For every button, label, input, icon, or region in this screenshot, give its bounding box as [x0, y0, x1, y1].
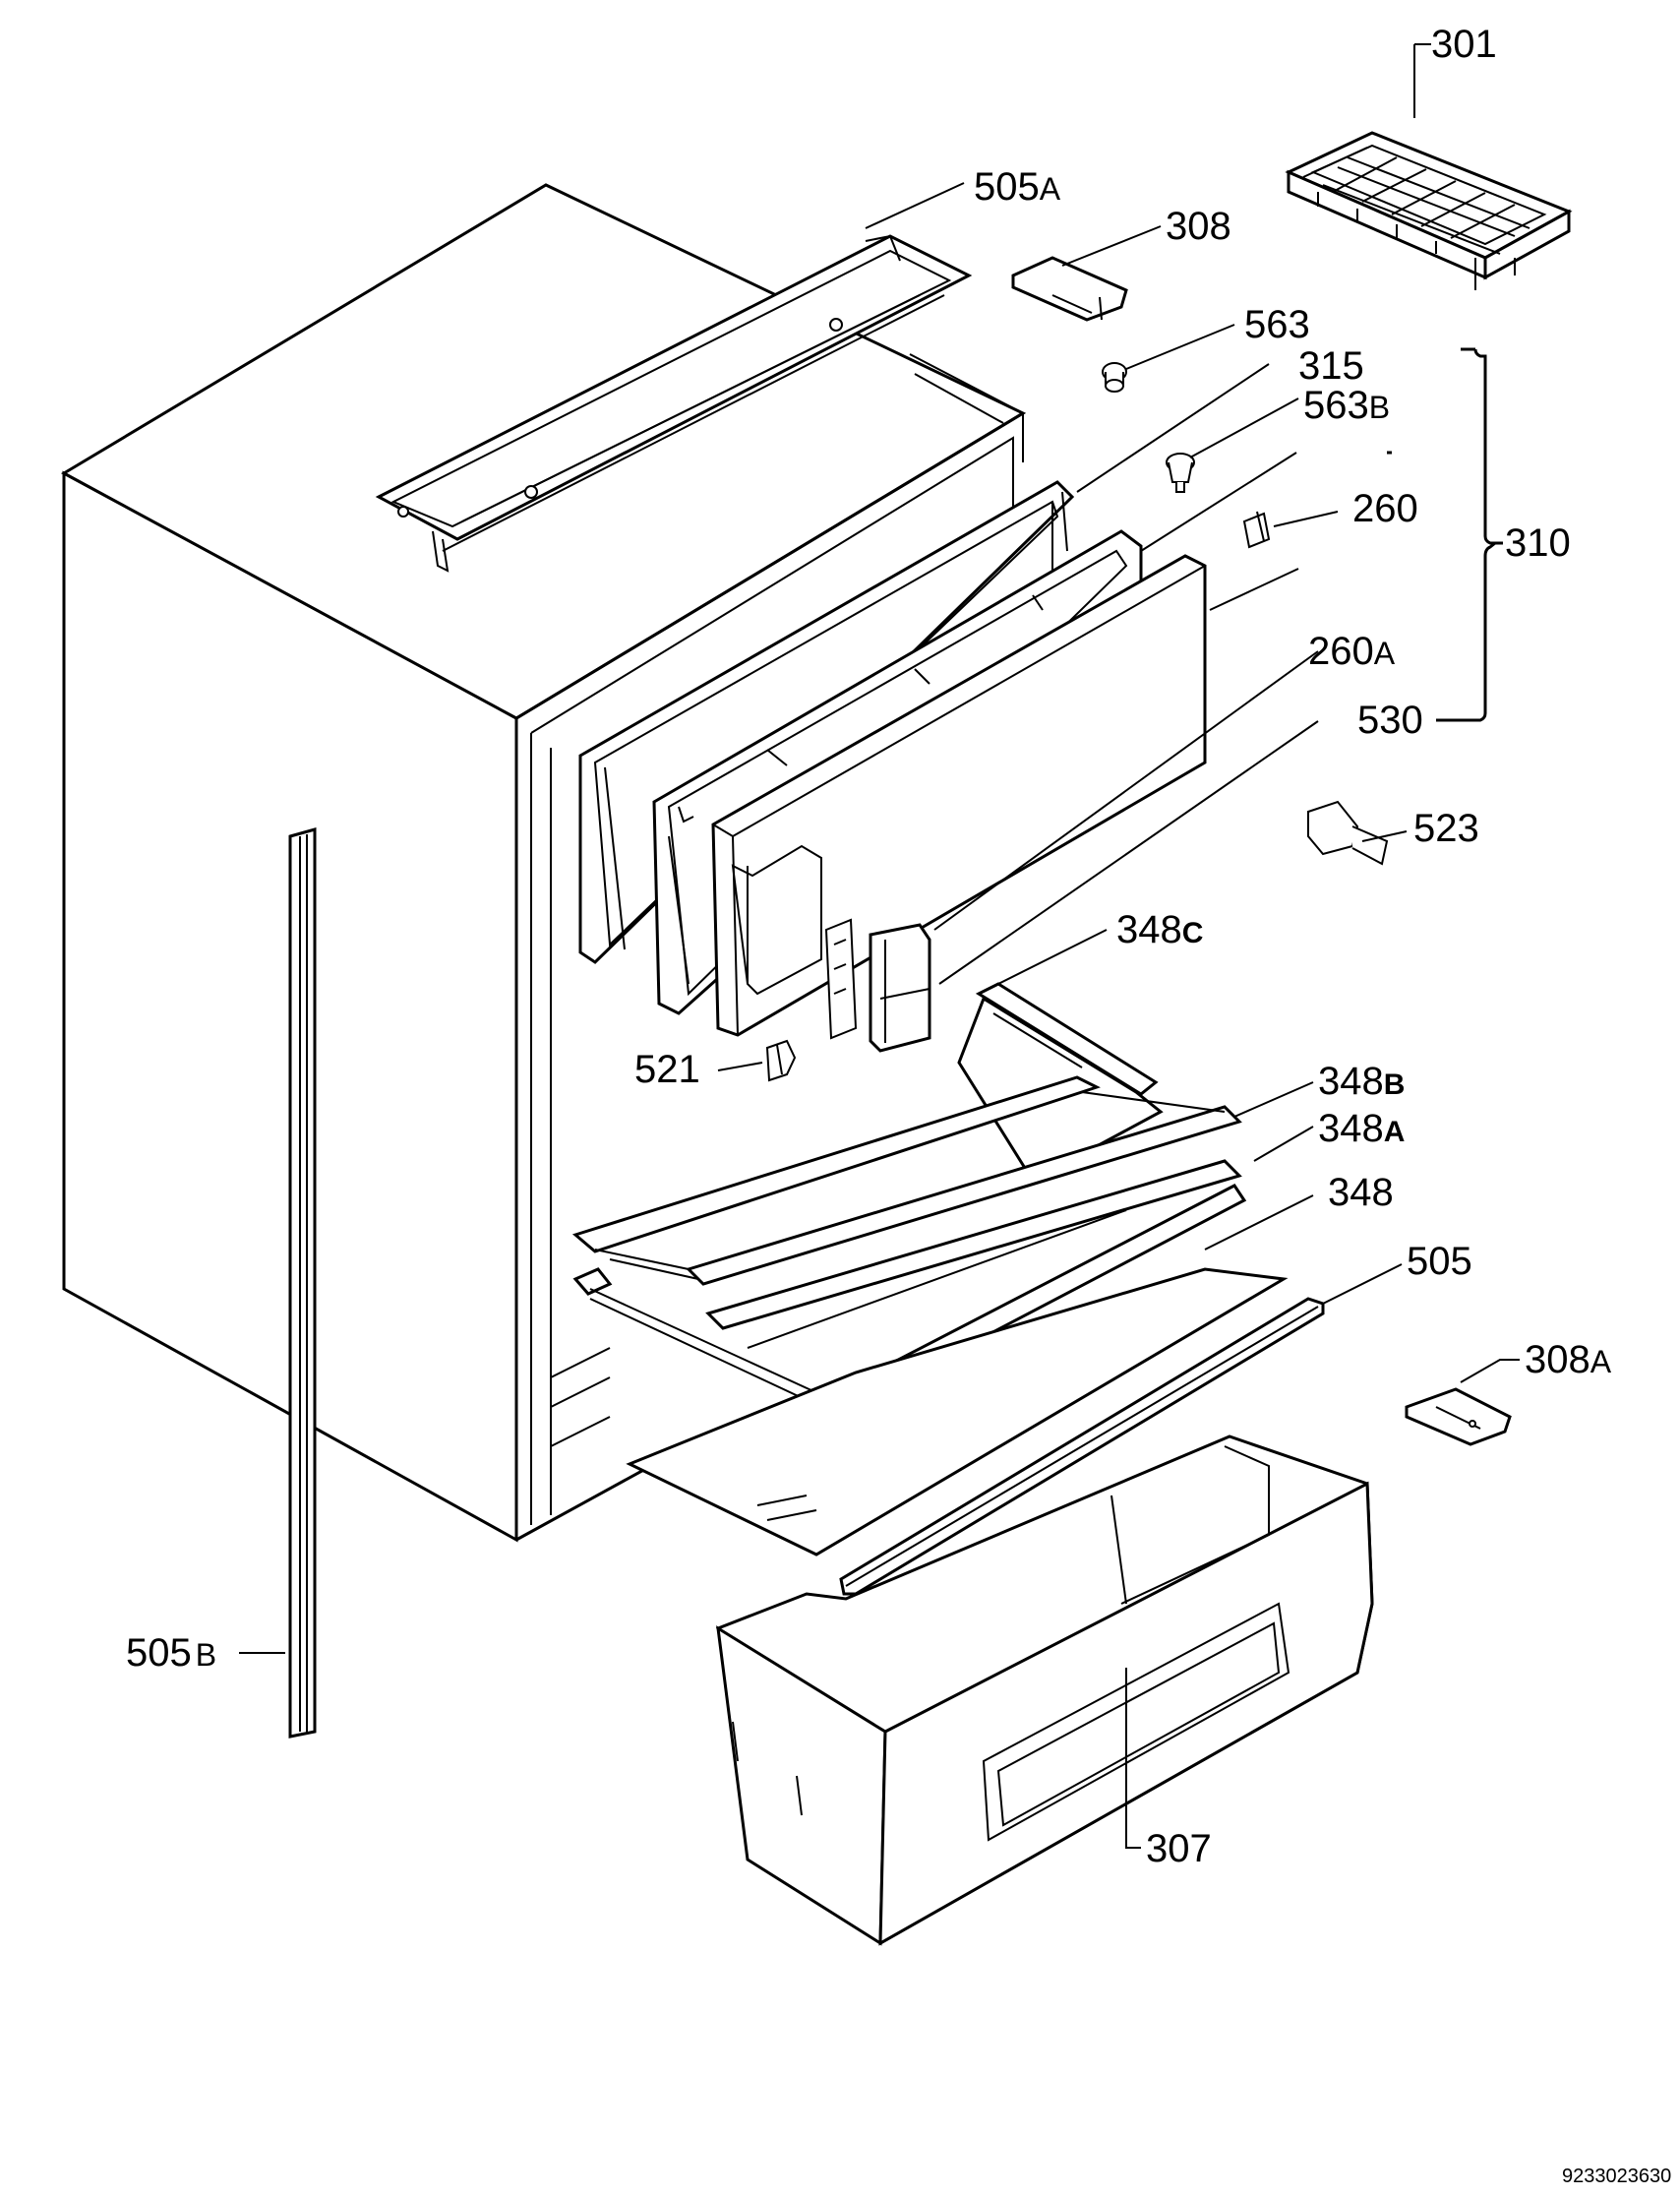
leader-lines: [239, 43, 1520, 1849]
clip-260: [1242, 511, 1271, 549]
label-308: 308: [1166, 205, 1231, 248]
hinge-308: [1011, 256, 1128, 322]
label-315: 315: [1298, 344, 1364, 388]
label-348: 348: [1328, 1171, 1394, 1214]
connector-523: [1307, 800, 1389, 866]
hinge-bracket: [824, 918, 858, 1040]
label-530: 530: [1357, 699, 1423, 742]
label-563b: 563B: [1303, 384, 1390, 427]
label-348a: 348A: [1318, 1107, 1405, 1150]
label-308a: 308A: [1525, 1338, 1612, 1381]
label-348b: 348B: [1318, 1060, 1405, 1103]
glass-shelf-348: [626, 1267, 1289, 1556]
cap-521: [765, 1039, 797, 1082]
label-260: 260: [1352, 487, 1418, 530]
screw-563: [1102, 362, 1127, 393]
label-310: 310: [1505, 521, 1571, 565]
strip-505: [839, 1297, 1325, 1596]
drawing-code: 9233023630: [1562, 2166, 1671, 2187]
label-260a: 260A: [1308, 630, 1396, 673]
label-348c: 348C: [1116, 908, 1203, 951]
top-rail-505a: [375, 234, 973, 573]
handle-530: [869, 923, 931, 1053]
label-505a: 505A: [974, 165, 1061, 209]
label-523: 523: [1413, 807, 1479, 850]
part-labels: 301 505A 308 563 315 563B 260 310 260A 5…: [126, 23, 1671, 2187]
vertical-strip-505b: [288, 827, 317, 1739]
label-505: 505: [1407, 1240, 1472, 1283]
label-563: 563: [1244, 303, 1310, 346]
label-301: 301: [1431, 23, 1497, 66]
hinge-308a: [1405, 1387, 1512, 1446]
label-307: 307: [1146, 1827, 1212, 1870]
door-260a: [711, 554, 1207, 1037]
screw-563b: [1166, 453, 1195, 493]
shelf-348b: [571, 1075, 1242, 1286]
ice-tray-301: [1285, 131, 1573, 290]
label-521: 521: [634, 1048, 700, 1091]
